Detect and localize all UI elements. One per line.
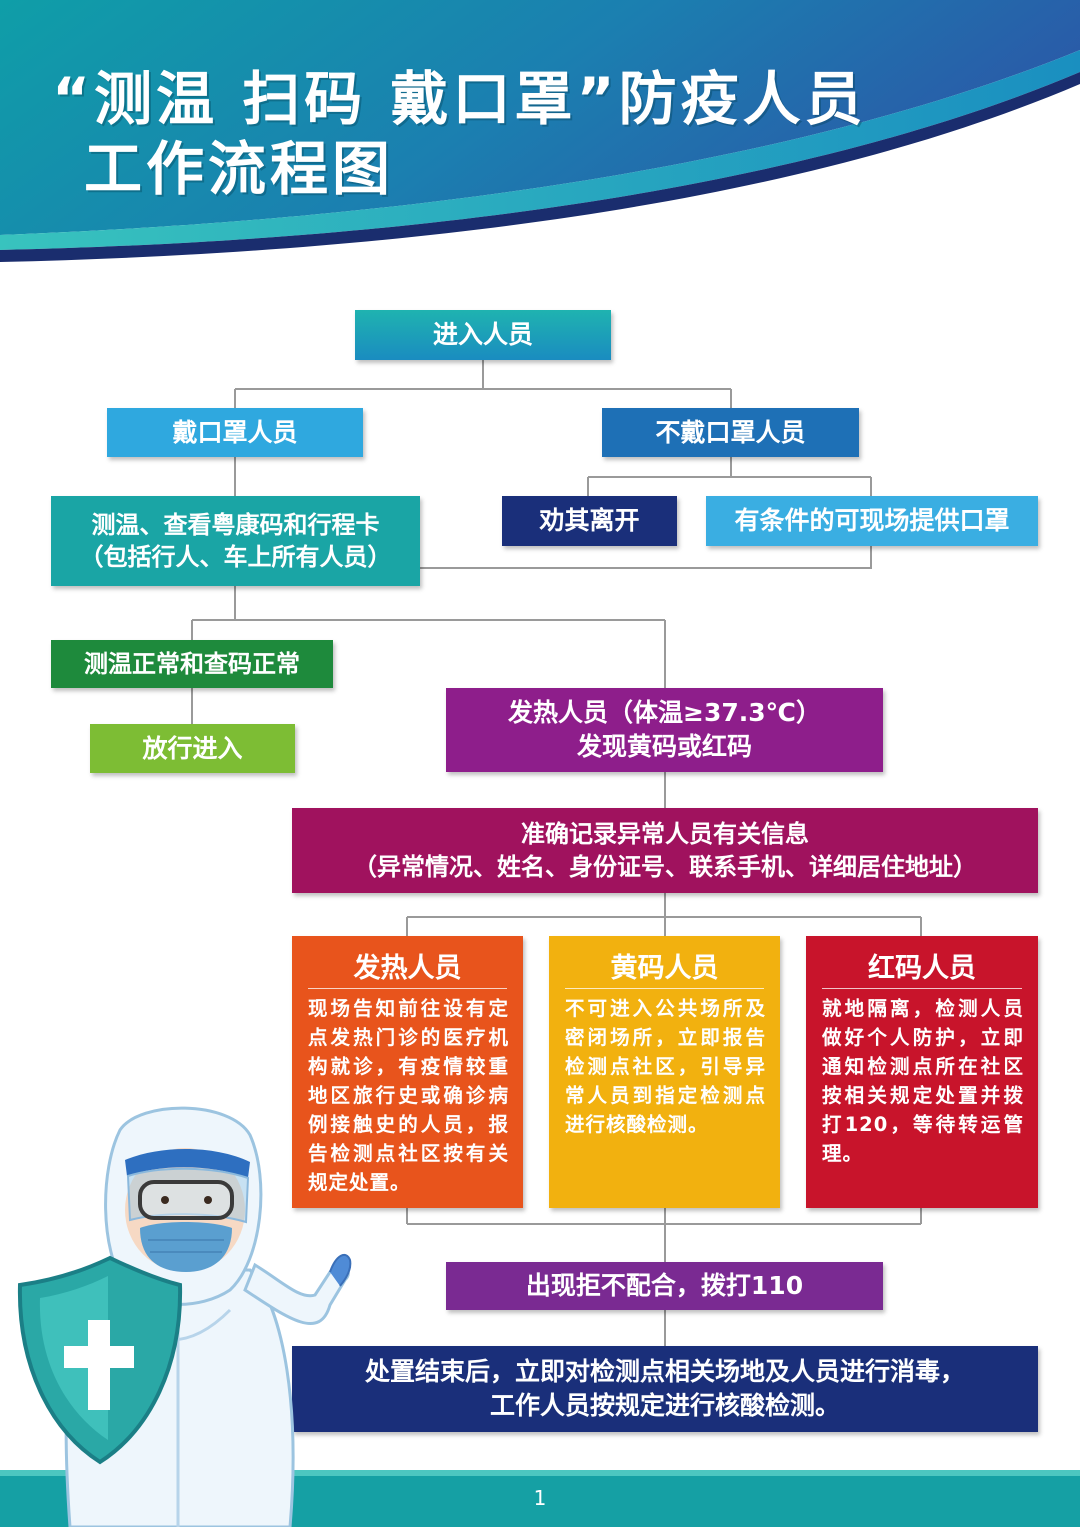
masked-label: 戴口罩人员 <box>172 417 298 447</box>
refuse-box: 出现拒不配合，拨打110 <box>446 1262 883 1310</box>
page-title-line1: “测温 扫码 戴口罩”防疫人员 <box>52 65 867 133</box>
provide-mask-box: 有条件的可现场提供口罩 <box>706 496 1038 546</box>
page-title-line2: 工作流程图 <box>84 135 395 203</box>
red-code-card: 红码人员 就地隔离，检测人员做好个人防护，立即通知检测点所在社区按相关规定处置并… <box>806 936 1038 1208</box>
red-code-card-body: 就地隔离，检测人员做好个人防护，立即通知检测点所在社区按相关规定处置并拨打120… <box>822 997 1024 1165</box>
check-line1: 测温、查看粤康码和行程卡 <box>91 510 380 539</box>
fever-card-divider <box>308 988 507 989</box>
fever-card-body: 现场告知前往设有定点发热门诊的医疗机构就诊，有疫情较重地区旅行史或确诊病例接触史… <box>308 997 509 1194</box>
masked-box: 戴口罩人员 <box>107 408 363 457</box>
normal-label: 测温正常和查码正常 <box>84 649 300 678</box>
abnormal-line1: 发热人员（体温≥37.3℃） <box>508 698 821 728</box>
yellow-code-card-body: 不可进入公共场所及密闭场所，立即报告检测点社区，引导异常人员到指定检测点进行核酸… <box>565 997 766 1136</box>
yellow-code-card-divider <box>565 988 764 989</box>
provide-mask-label: 有条件的可现场提供口罩 <box>734 506 1010 536</box>
final-box: 处置结束后，立即对检测点相关场地及人员进行消毒， 工作人员按规定进行核酸检测。 <box>292 1346 1038 1432</box>
red-code-card-title: 红码人员 <box>868 953 976 984</box>
fever-card: 发热人员 现场告知前往设有定点发热门诊的医疗机构就诊，有疫情较重地区旅行史或确诊… <box>292 936 523 1208</box>
yellow-code-card: 黄码人员 不可进入公共场所及密闭场所，立即报告检测点社区，引导异常人员到指定检测… <box>549 936 780 1208</box>
page-number: 1 <box>533 1486 547 1510</box>
final-line1: 处置结束后，立即对检测点相关场地及人员进行消毒， <box>364 1357 965 1387</box>
record-box: 准确记录异常人员有关信息 （异常情况、姓名、身份证号、联系手机、详细居住地址） <box>292 808 1038 893</box>
header-banner <box>0 0 1080 262</box>
record-line1: 准确记录异常人员有关信息 <box>521 820 809 849</box>
abnormal-box: 发热人员（体温≥37.3℃） 发现黄码或红码 <box>446 688 883 772</box>
normal-box: 测温正常和查码正常 <box>51 640 333 688</box>
final-line2: 工作人员按规定进行核酸检测。 <box>489 1391 840 1420</box>
check-line2: （包括行人、车上所有人员） <box>79 543 392 571</box>
check-box: 测温、查看粤康码和行程卡 （包括行人、车上所有人员） <box>51 496 420 586</box>
yellow-code-card-title: 黄码人员 <box>610 953 719 984</box>
persuade-leave-label: 劝其离开 <box>539 506 640 536</box>
entry-label: 进入人员 <box>432 320 533 350</box>
record-line2: （异常情况、姓名、身份证号、联系手机、详细居住地址） <box>353 852 977 881</box>
unmasked-label: 不戴口罩人员 <box>655 417 806 447</box>
refuse-label: 出现拒不配合，拨打110 <box>525 1271 804 1301</box>
allow-entry-box: 放行进入 <box>90 724 295 773</box>
allow-entry-label: 放行进入 <box>142 733 243 763</box>
persuade-leave-box: 劝其离开 <box>502 496 677 546</box>
health-worker-illustration <box>17 1106 352 1527</box>
unmasked-box: 不戴口罩人员 <box>602 408 859 457</box>
entry-box: 进入人员 <box>355 310 611 360</box>
red-code-card-divider <box>822 988 1022 989</box>
fever-card-title: 发热人员 <box>353 953 462 984</box>
abnormal-line2: 发现黄码或红码 <box>576 732 752 761</box>
